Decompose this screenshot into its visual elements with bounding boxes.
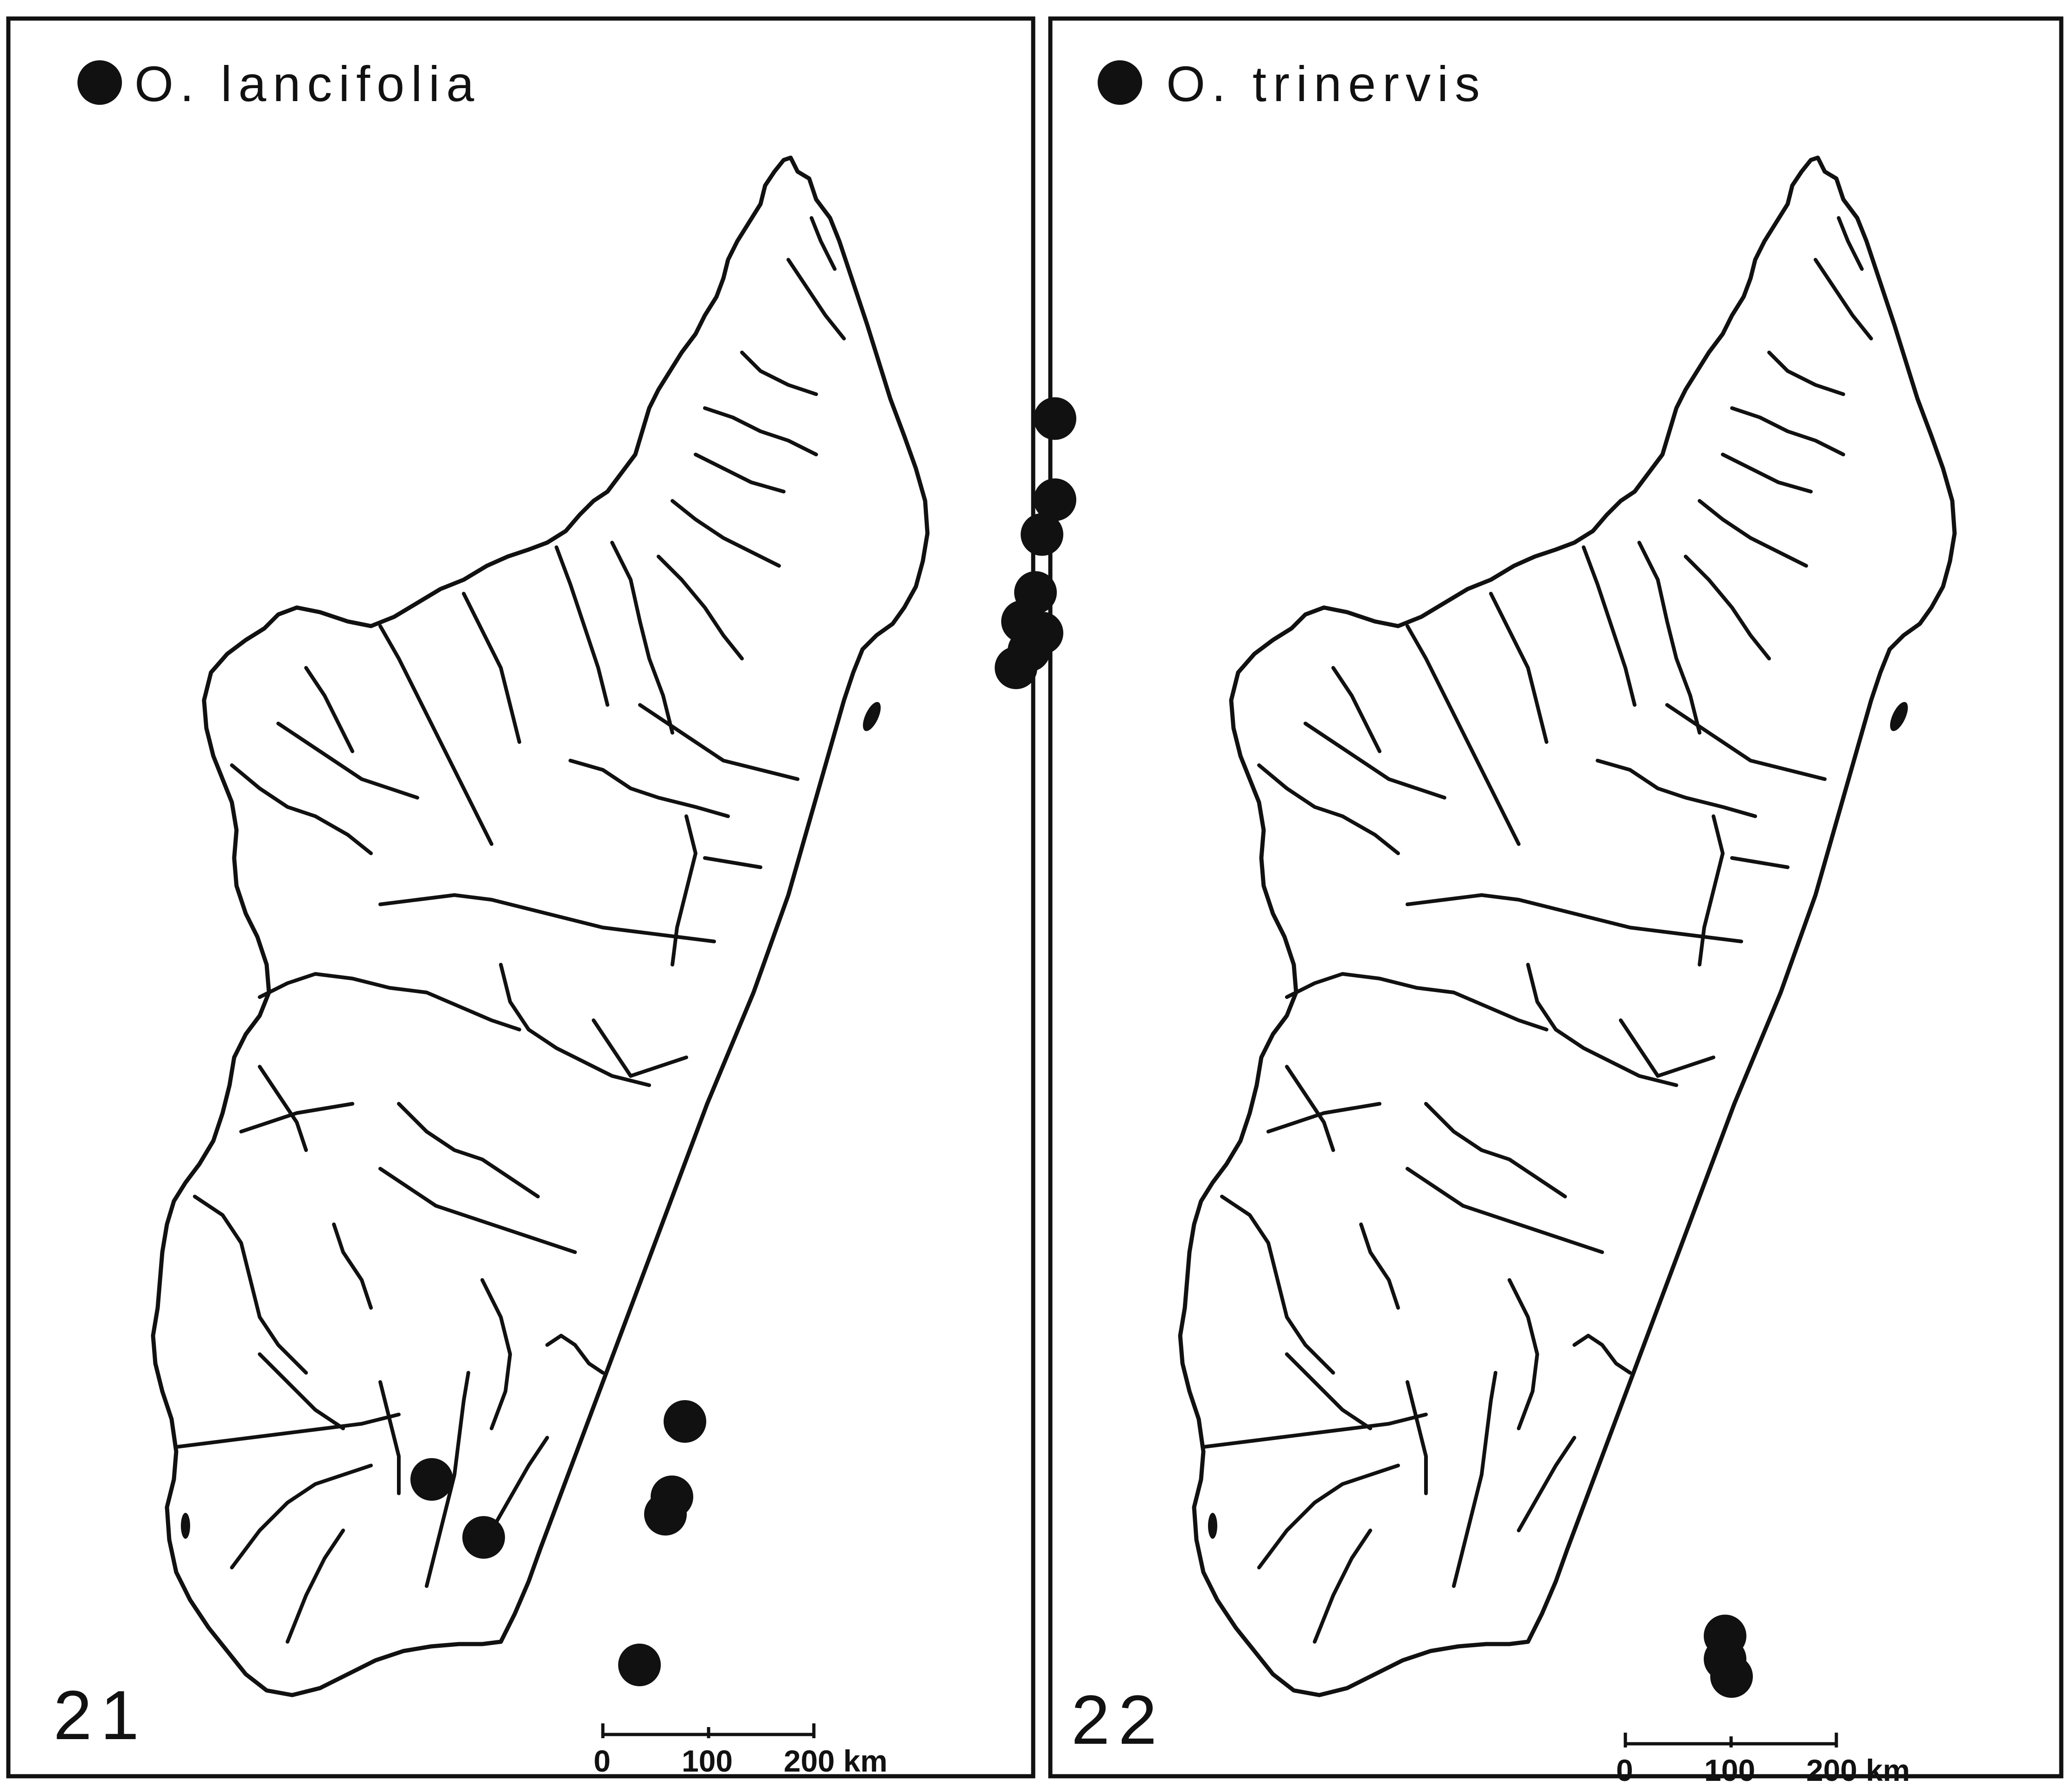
map-panel-21: O. lancifolia 21 0 100 200 km [53,56,1076,1778]
scale-label-0: 0 [1616,1753,1633,1787]
locality-dot-0 [1034,397,1076,440]
locality-dot-11 [644,1493,687,1536]
locality-dot-1 [1034,478,1076,521]
scale-label-0: 0 [594,1744,611,1778]
locality-dots [410,397,1076,1686]
legend-label: O. trinervis [1166,56,1486,112]
scale-bar [1624,1733,1838,1747]
scale-label-200: 200 km [784,1744,888,1778]
scale-label-100: 100 [682,1744,733,1778]
panel-frame-21 [6,16,1036,1779]
river-network [1203,218,1871,1642]
legend-dot-icon [77,60,122,105]
locality-dot-9 [410,1458,453,1501]
locality-dot-12 [462,1516,505,1559]
figure-number: 22 [1071,1681,1165,1759]
scale-label-200: 200 km [1806,1753,1910,1787]
locality-dots [1704,1614,1753,1698]
scale-label-100: 100 [1704,1753,1755,1787]
island-marker [863,702,881,731]
island-marker [1208,1513,1217,1539]
island-marker [1890,702,1908,731]
scale-bar [601,1723,816,1738]
legend-label: O. lancifolia [134,56,480,112]
locality-dot-2 [1021,513,1063,556]
locality-dot-13 [618,1644,661,1686]
madagascar-outline [153,158,927,1695]
figure-number: 21 [53,1676,147,1754]
panel-frame-22 [1048,16,2064,1779]
madagascar-outline [1180,158,1955,1695]
locality-dot-2 [1710,1655,1753,1698]
legend-dot-icon [1098,60,1142,105]
locality-dot-8 [664,1400,706,1443]
locality-dot-7 [995,646,1037,689]
map-panel-22: O. trinervis 22 0 100 200 km [1071,56,1955,1787]
river-network [176,218,844,1642]
island-marker [181,1513,190,1539]
